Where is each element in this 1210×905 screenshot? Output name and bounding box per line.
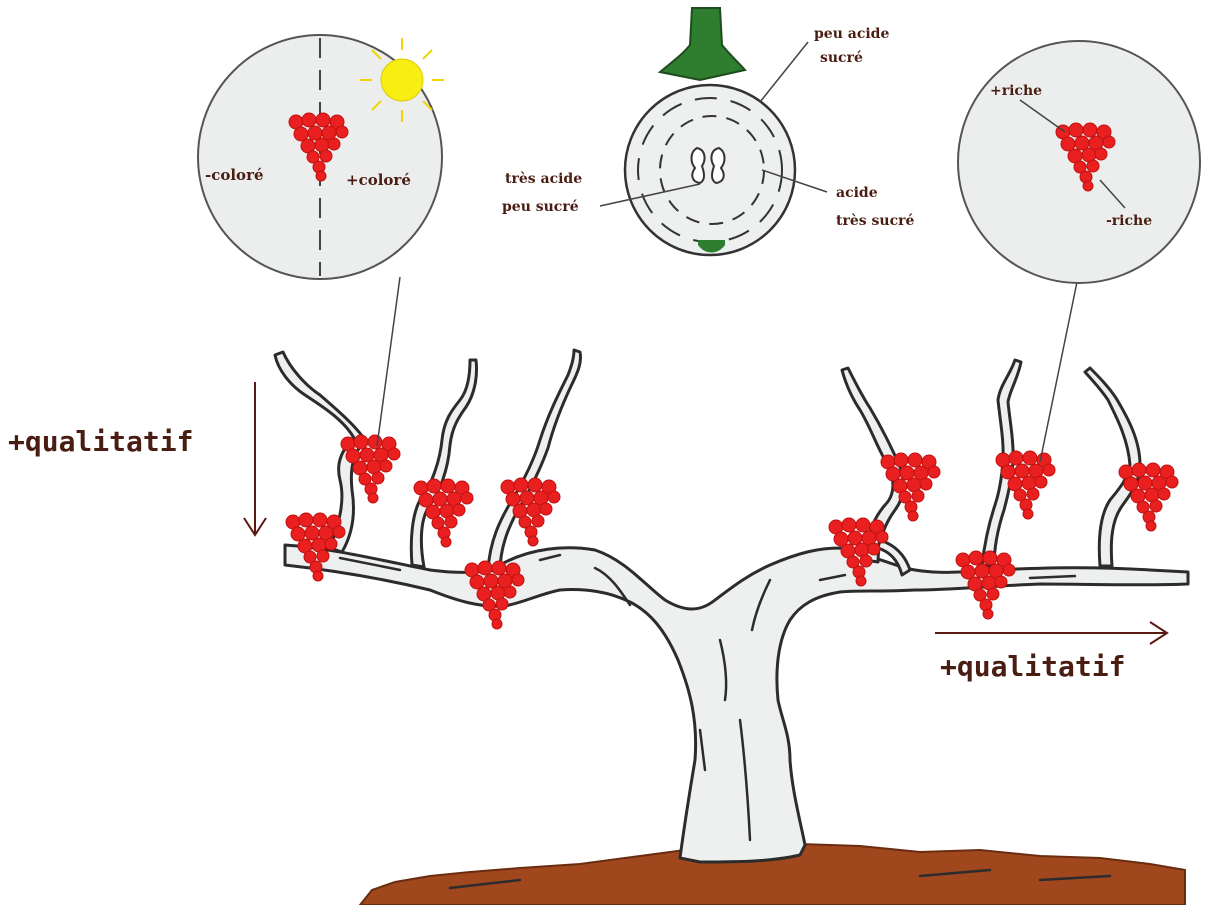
leader-line bbox=[760, 42, 808, 102]
middle-zone-label-line2: très sucré bbox=[836, 213, 914, 229]
berry-cross-section bbox=[625, 85, 795, 255]
outer-zone-label-line1: peu acide bbox=[814, 26, 889, 42]
seed-icon bbox=[711, 148, 724, 183]
middle-zone-label-line1: acide bbox=[836, 185, 878, 201]
vine-trunk bbox=[285, 545, 1188, 862]
seed-icon bbox=[691, 148, 704, 183]
right-circle-bottom-label: -riche bbox=[1106, 213, 1152, 229]
horizontal-axis-label: +qualitatif bbox=[940, 650, 1125, 683]
leader-line bbox=[1040, 282, 1077, 462]
left-circle-right-label: +coloré bbox=[346, 171, 411, 189]
outer-zone-label-line2: sucré bbox=[820, 50, 863, 66]
leader-line bbox=[377, 277, 400, 446]
core-zone-label-line2: peu sucré bbox=[502, 199, 579, 215]
left-circle-left-label: -coloré bbox=[205, 166, 264, 184]
core-zone-label-line1: très acide bbox=[505, 171, 582, 187]
cane bbox=[1085, 368, 1140, 566]
berry-stem-icon bbox=[660, 8, 745, 80]
vertical-axis-label: +qualitatif bbox=[8, 425, 193, 458]
right-circle-top-label: +riche bbox=[990, 83, 1042, 99]
